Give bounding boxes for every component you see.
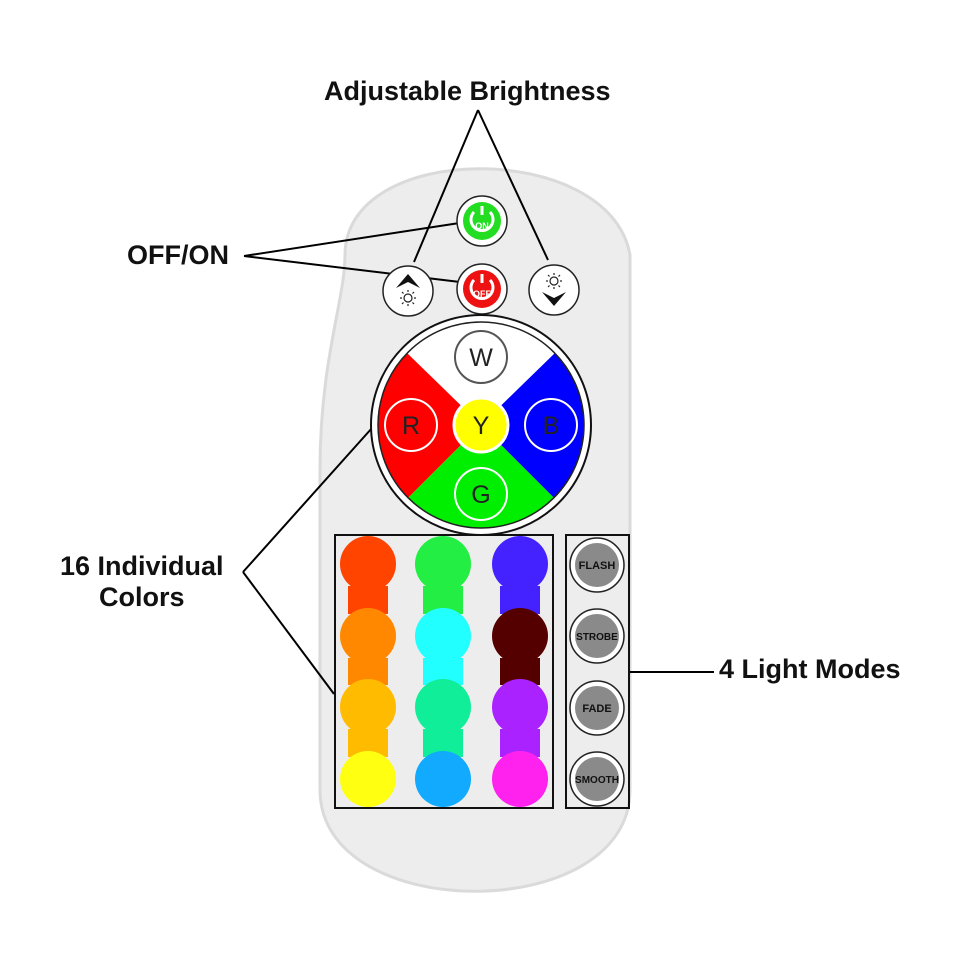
white-button[interactable]: W bbox=[454, 330, 508, 384]
brightness-down-icon bbox=[542, 273, 566, 306]
wheel-segment-red bbox=[378, 351, 481, 501]
color-button[interactable] bbox=[492, 679, 548, 735]
mode-button-smooth[interactable]: SMOOTH bbox=[569, 751, 625, 807]
wheel-segment-blue bbox=[481, 351, 584, 501]
yellow-button[interactable]: Y bbox=[452, 396, 510, 454]
color-button[interactable] bbox=[415, 679, 471, 735]
callout-4-light-modes: 4 Light Modes bbox=[719, 654, 901, 684]
color-button[interactable] bbox=[340, 751, 396, 807]
color-button[interactable] bbox=[492, 608, 548, 664]
white-button-label: W bbox=[469, 344, 493, 372]
color-button[interactable] bbox=[340, 536, 396, 592]
yellow-button-label: Y bbox=[473, 412, 490, 440]
color-button[interactable] bbox=[340, 679, 396, 735]
off-button-label: OFF bbox=[473, 289, 491, 299]
color-button[interactable] bbox=[415, 608, 471, 664]
callout-16-colors: 16 Individual Colors bbox=[60, 551, 224, 613]
green-button-label: G bbox=[471, 481, 490, 509]
on-button[interactable]: ON bbox=[456, 195, 508, 247]
callout-adjustable-brightness: Adjustable Brightness bbox=[324, 76, 611, 106]
color-grid bbox=[340, 536, 548, 807]
brightness-down-button[interactable] bbox=[528, 264, 580, 316]
red-button[interactable]: R bbox=[384, 398, 438, 452]
power-icon bbox=[469, 278, 495, 300]
mode-button-label: SMOOTH bbox=[575, 775, 619, 786]
mode-buttons: FLASH STROBE FADE SMOOTH bbox=[569, 537, 625, 807]
mode-button-flash[interactable]: FLASH bbox=[569, 537, 625, 593]
mode-button-label: FLASH bbox=[579, 560, 616, 572]
callout-16-colors-line2: Colors bbox=[99, 582, 185, 612]
blue-button-label: B bbox=[543, 412, 560, 440]
callout-off-on: OFF/ON bbox=[127, 240, 229, 270]
brightness-up-button[interactable] bbox=[382, 265, 434, 317]
color-button[interactable] bbox=[492, 751, 548, 807]
green-button[interactable]: G bbox=[454, 467, 508, 521]
mode-button-fade[interactable]: FADE bbox=[569, 680, 625, 736]
modes-frame bbox=[565, 534, 630, 809]
mode-button-label: STROBE bbox=[576, 632, 618, 643]
callout-16-colors-line1: 16 Individual bbox=[60, 551, 224, 581]
color-button[interactable] bbox=[415, 751, 471, 807]
power-icon bbox=[469, 210, 495, 232]
mode-button-strobe[interactable]: STROBE bbox=[569, 608, 625, 664]
off-button[interactable]: OFF bbox=[456, 263, 508, 315]
mode-button-label: FADE bbox=[582, 703, 611, 715]
color-button[interactable] bbox=[492, 536, 548, 592]
red-button-label: R bbox=[402, 412, 420, 440]
brightness-up-icon bbox=[396, 274, 420, 306]
on-button-label: ON bbox=[475, 221, 489, 231]
color-button[interactable] bbox=[340, 608, 396, 664]
color-grid-frame bbox=[334, 534, 554, 809]
blue-button[interactable]: B bbox=[524, 398, 578, 452]
color-button[interactable] bbox=[415, 536, 471, 592]
